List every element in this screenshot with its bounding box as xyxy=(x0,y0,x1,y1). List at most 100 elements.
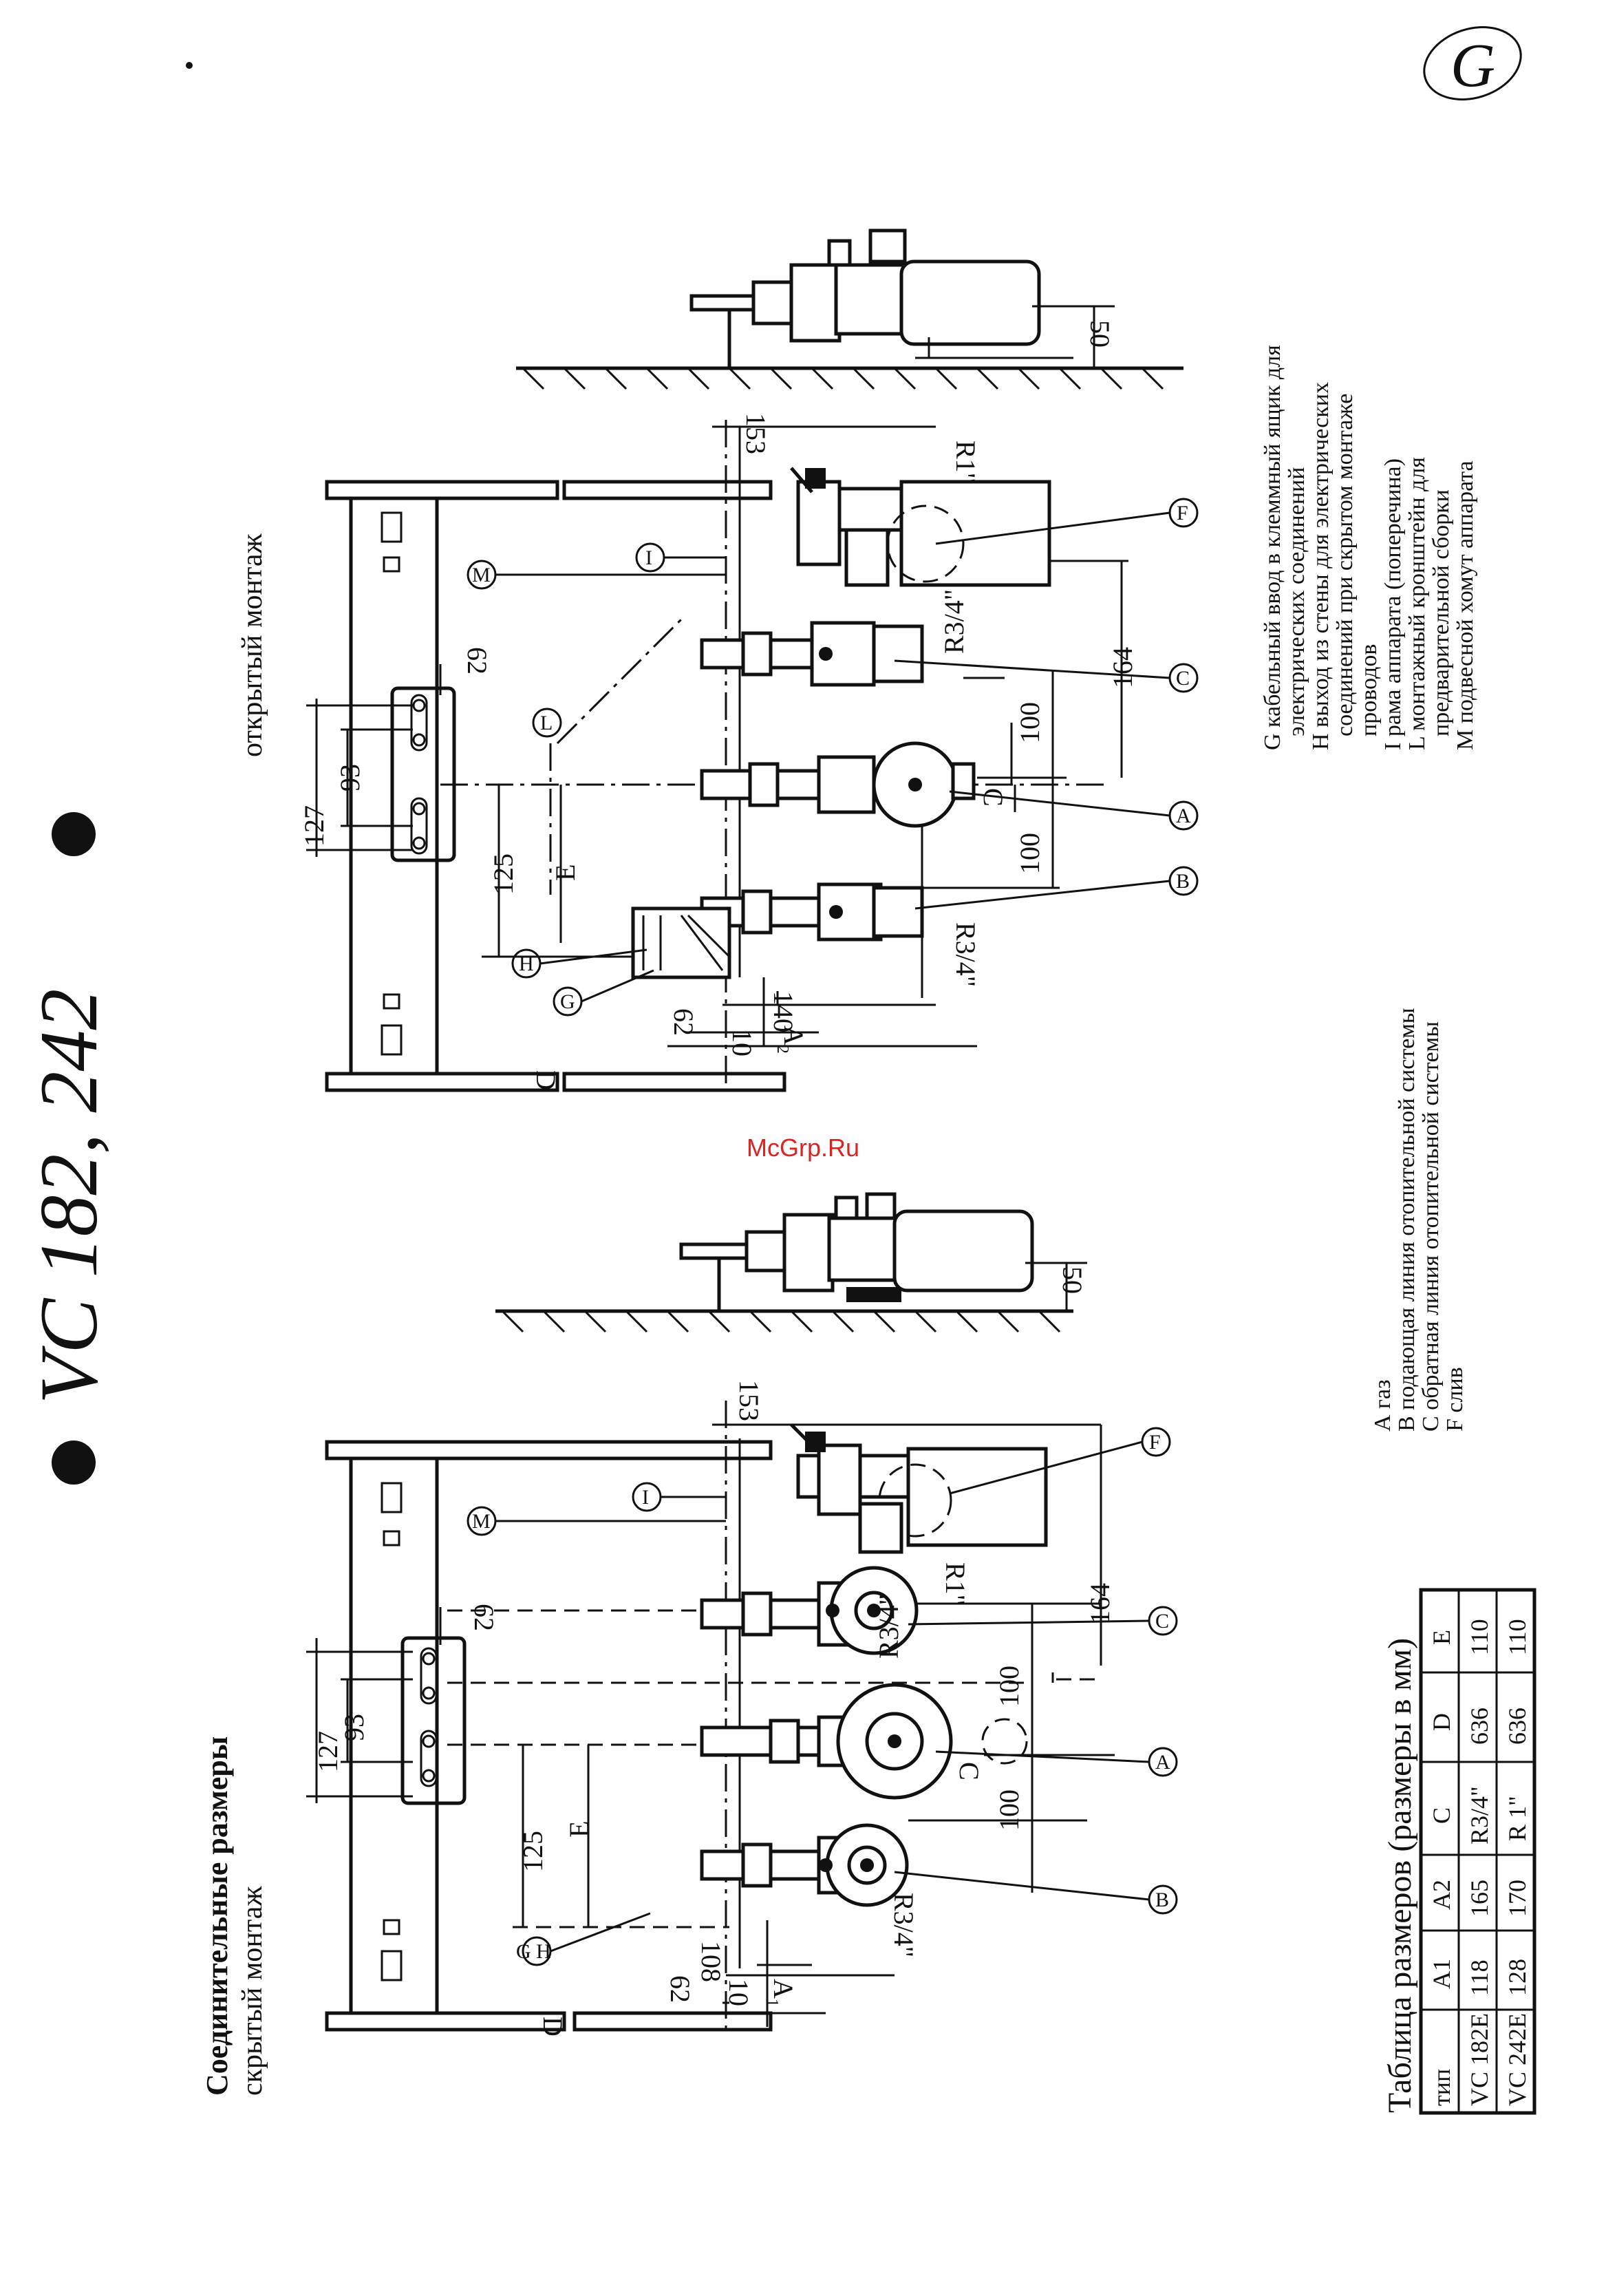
legend-line-H-cont: соединений при скрытом монтаже xyxy=(1332,394,1358,736)
legend-line-C: С обратная линия отопительной системы xyxy=(1418,1021,1444,1432)
legend-line-L-cont: предварительной сборки xyxy=(1428,489,1454,736)
right-callout-A: A xyxy=(1168,800,1199,831)
table-row-2-A1: 128 xyxy=(1503,1959,1531,1996)
svg-text:I: I xyxy=(645,546,652,569)
table-row-1-type: VC 182E xyxy=(1466,2013,1493,2106)
table-row-2-E: 110 xyxy=(1503,1619,1531,1655)
right-callout-L: L xyxy=(532,708,562,738)
legend-line-I: I рама аппарата (поперечина) xyxy=(1380,458,1406,750)
right-valve-A xyxy=(700,741,976,828)
page-mark-circled: G xyxy=(1423,25,1522,101)
table-row-1-A2: 165 xyxy=(1466,1880,1493,1917)
legend-line-G-cont: электрических соединений xyxy=(1284,467,1309,736)
left-dim-D: D xyxy=(537,2017,568,2037)
svg-text:L: L xyxy=(540,712,553,734)
svg-text:C: C xyxy=(1176,667,1190,690)
punch-hole-top xyxy=(52,812,96,856)
right-dim-62-bottom: 62 xyxy=(668,1008,699,1036)
table-header-A1: A1 xyxy=(1428,1959,1455,1989)
left-dim-10: 10 xyxy=(723,1979,754,2006)
right-terminal-box xyxy=(631,906,731,979)
left-subheading: скрытый монтаж xyxy=(237,1886,268,2096)
right-dim-A2: A2 xyxy=(773,1025,809,1054)
legend-line-F: F слив xyxy=(1442,1367,1468,1432)
table-row-1-C: R3/4" xyxy=(1466,1786,1493,1845)
legend-line-L: L монтажный кронштейн для xyxy=(1404,457,1430,750)
table-row-1-E: 110 xyxy=(1466,1619,1493,1655)
right-dim-125: 125 xyxy=(488,853,519,895)
legend-ghilm: G кабельный ввод в клеммный ящик для эле… xyxy=(1260,345,1478,750)
svg-text:B: B xyxy=(1176,870,1190,893)
right-dim-100-lower: 100 xyxy=(1014,833,1045,874)
table-row-2-A2: 170 xyxy=(1503,1880,1531,1917)
left-dimension-lines xyxy=(306,1401,1115,2034)
right-dim-A2-letter: A xyxy=(778,1025,809,1045)
left-callout-C: C xyxy=(1148,1606,1178,1636)
right-dim-62-top: 62 xyxy=(462,647,493,674)
svg-text:G H: G H xyxy=(516,1940,551,1963)
punch-hole-bottom xyxy=(52,1441,96,1485)
left-dim-R1: R1" xyxy=(940,1562,971,1606)
right-dim-93: 93 xyxy=(334,764,365,791)
svg-text:A: A xyxy=(1176,805,1191,827)
legend-line-A: А газ xyxy=(1370,1379,1395,1432)
right-callout-B: B xyxy=(1168,866,1199,896)
handwritten-model-note: VC 182, 242 xyxy=(23,989,114,1404)
right-callout-C: C xyxy=(1168,663,1199,693)
svg-text:G: G xyxy=(560,990,575,1013)
legend-line-G: G кабельный ввод в клеммный ящик для xyxy=(1260,345,1285,750)
left-dim-R34-B: R3/4" xyxy=(888,1893,919,1957)
left-dim-E: E xyxy=(564,1821,595,1838)
right-dim-164: 164 xyxy=(1107,647,1138,688)
svg-text:B: B xyxy=(1155,1889,1169,1911)
left-valve-B xyxy=(700,1823,909,1907)
left-side-view xyxy=(495,1192,1087,1333)
legend-abcf: А газ В подающая линия отопительной сист… xyxy=(1370,1008,1468,1432)
right-dim-10: 10 xyxy=(727,1029,758,1056)
right-callout-H: H xyxy=(511,948,542,979)
legend-line-B: В подающая линия отопительной системы xyxy=(1394,1008,1420,1432)
right-drain-F xyxy=(790,467,1051,587)
left-callout-GH: G H xyxy=(516,1936,552,1966)
svg-text:M: M xyxy=(472,1510,491,1533)
left-dim-108: 108 xyxy=(696,1941,727,1982)
stray-dot xyxy=(186,62,193,69)
left-frame xyxy=(325,1440,773,2032)
table-row-1-D: 636 xyxy=(1466,1708,1493,1745)
right-dim-127: 127 xyxy=(299,805,330,847)
table-row-2-C: R 1" xyxy=(1503,1796,1531,1841)
right-callout-F: F xyxy=(1168,498,1199,528)
table-title: Таблица размеров (размеры в мм) xyxy=(1382,1638,1418,2113)
table-header-type: тип xyxy=(1428,2069,1455,2106)
right-dim-140: 140 xyxy=(768,991,799,1032)
right-valve-B xyxy=(700,882,924,942)
left-dim-A1: A1 xyxy=(763,1979,799,2007)
legend-line-M: М подвесной хомут аппарата xyxy=(1453,460,1478,750)
left-callout-A: A xyxy=(1148,1747,1178,1777)
legend-line-H: Н выход из стены для электрических xyxy=(1308,382,1334,750)
right-dim-R34-B: R3/4" xyxy=(950,922,981,987)
right-dim-153: 153 xyxy=(740,413,771,454)
right-callout-I: I xyxy=(635,542,665,573)
right-dim-A2-subscript: 2 xyxy=(773,1045,791,1054)
svg-text:I: I xyxy=(642,1486,649,1509)
left-callout-M: M xyxy=(467,1506,497,1536)
left-dim-93: 93 xyxy=(339,1714,370,1741)
right-dim-R34-C: R3/4" xyxy=(939,589,970,654)
left-dim-R34-C: R3/4" xyxy=(873,1594,904,1659)
right-callout-M: M xyxy=(467,560,497,590)
left-dim-127: 127 xyxy=(312,1731,343,1772)
right-dim-50: 50 xyxy=(1084,320,1115,348)
left-panel-hidden-mounting: Соединительные размеры скрытый монтаж xyxy=(200,1192,1178,2096)
right-callout-G: G xyxy=(553,986,583,1017)
svg-text:H: H xyxy=(519,953,534,975)
right-subheading: открытый монтаж xyxy=(237,533,268,757)
left-dim-100-lower: 100 xyxy=(994,1789,1025,1831)
table-row-2-type: VC 242E xyxy=(1503,2013,1531,2106)
left-callout-B: B xyxy=(1148,1884,1178,1915)
legend-line-H-cont2: проводов xyxy=(1356,644,1382,736)
left-valve-C xyxy=(700,1566,919,1655)
table-header-D: D xyxy=(1428,1713,1455,1731)
